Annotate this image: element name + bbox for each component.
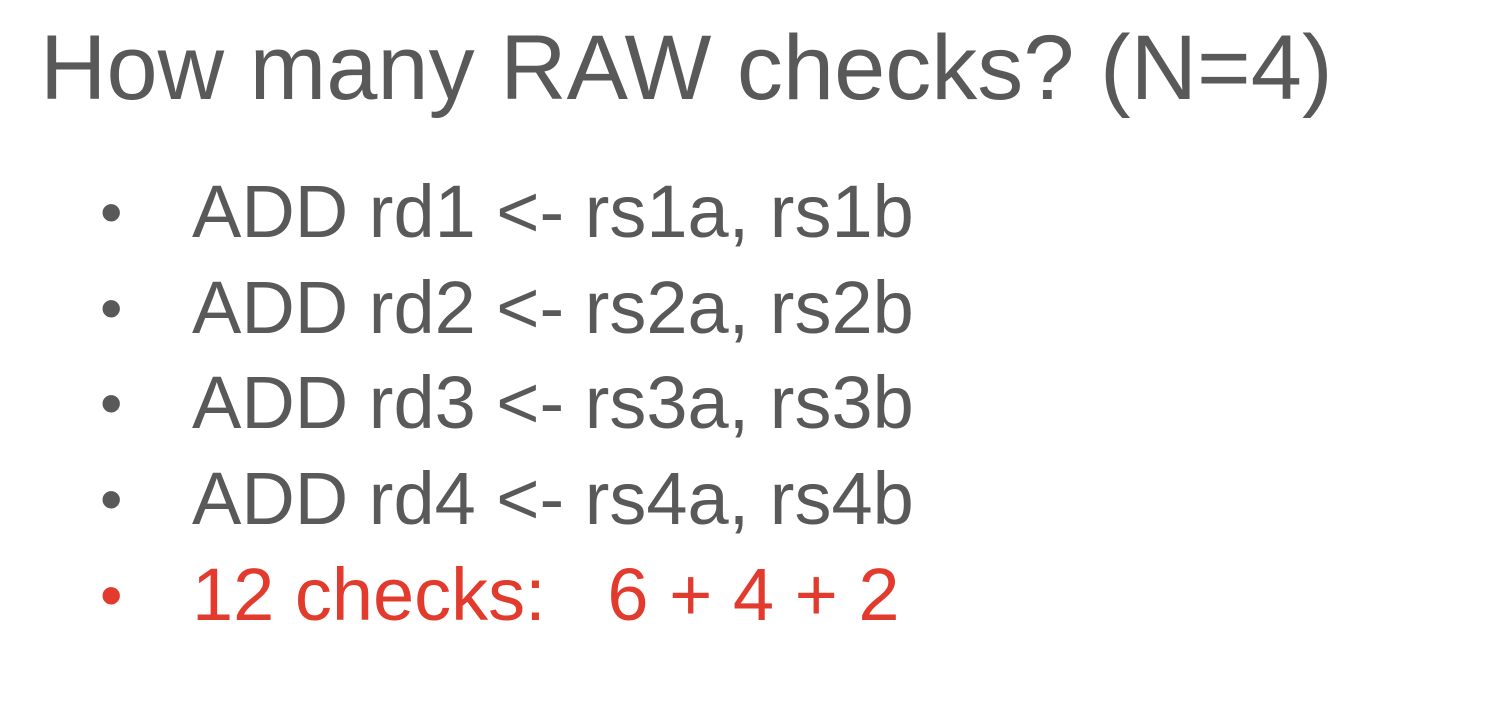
bullet-dot-icon: • bbox=[100, 559, 123, 631]
bullet-text: ADD rd2 <- rs2a, rs2b bbox=[192, 266, 914, 349]
bullet-text: ADD rd3 <- rs3a, rs3b bbox=[192, 361, 914, 444]
bullet-text-answer: 12 checks: 6 + 4 + 2 bbox=[192, 553, 900, 636]
slide-title: How many RAW checks? (N=4) bbox=[40, 17, 1333, 119]
bullet-dot-icon: • bbox=[100, 367, 123, 439]
bullet-dot-icon: • bbox=[100, 463, 123, 535]
bullet-dot-icon: • bbox=[100, 272, 123, 344]
bullet-text: ADD rd4 <- rs4a, rs4b bbox=[192, 457, 914, 540]
bullet-text: ADD rd1 <- rs1a, rs1b bbox=[192, 170, 914, 253]
bullet-dot-icon: • bbox=[100, 176, 123, 248]
